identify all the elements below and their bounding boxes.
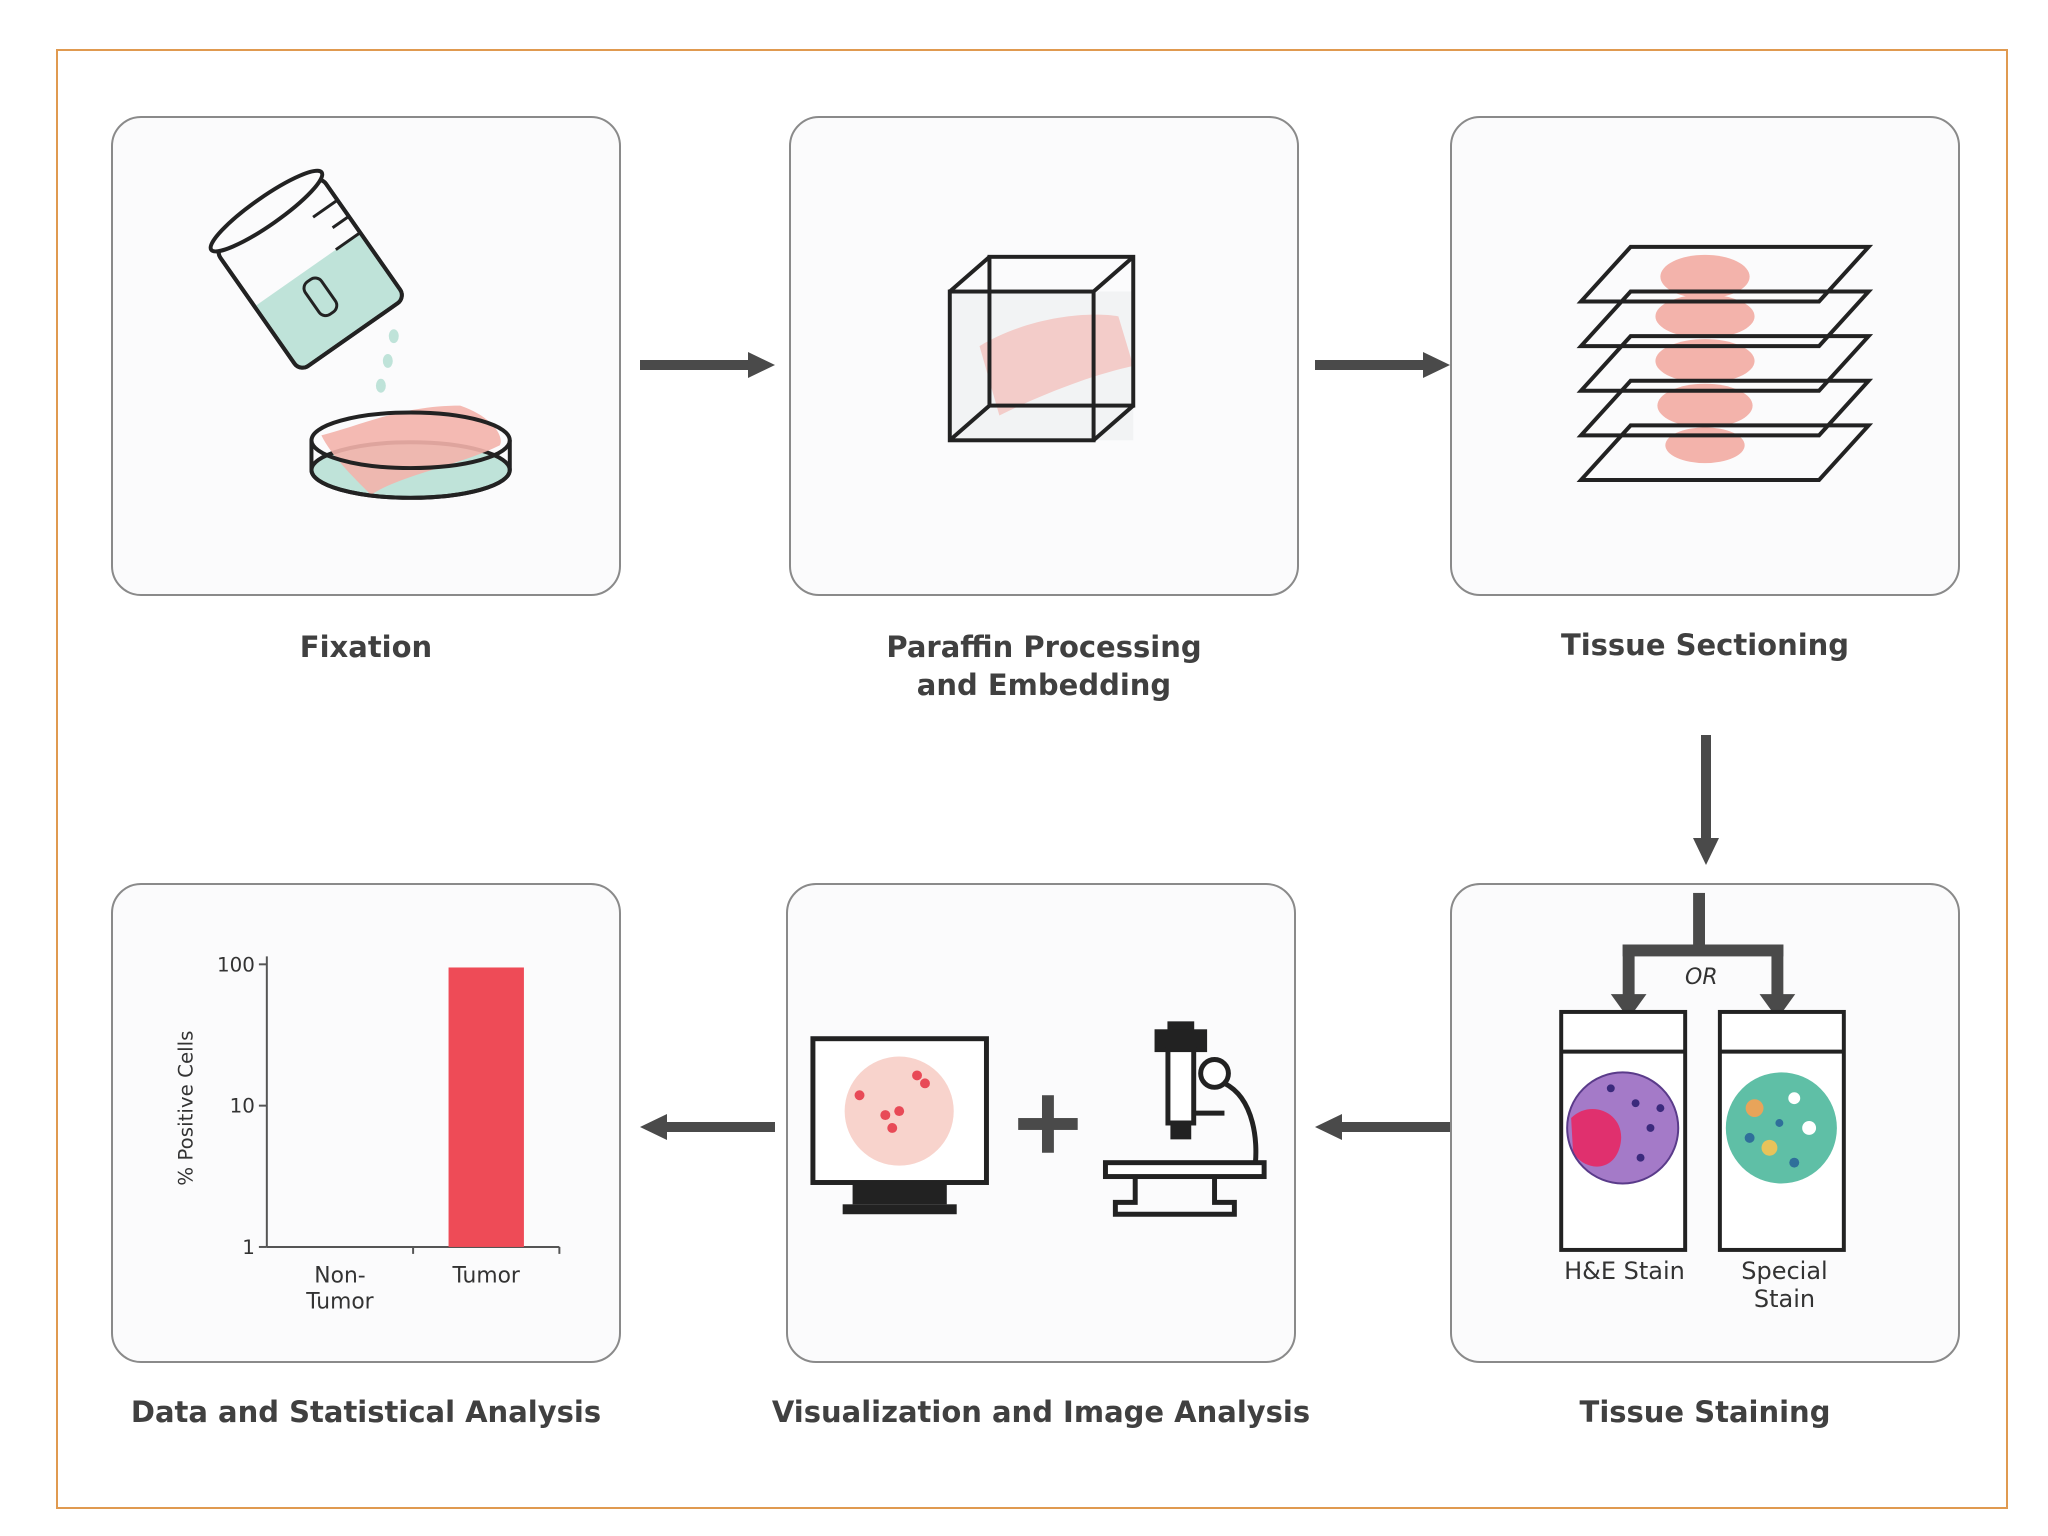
section-slices-icon xyxy=(1576,244,1874,482)
split-arrow-icon xyxy=(1610,892,1796,1019)
he-stain-label: H&E Stain xyxy=(1564,1257,1685,1285)
plus-icon xyxy=(1018,1095,1078,1153)
chart-y-ticks: 1 10 100 xyxy=(217,953,267,1259)
caption-paraffin: Paraffin Processing and Embedding xyxy=(886,630,1202,702)
chart-bars: Non-Tumor Tumor xyxy=(305,967,524,1314)
caption-fixation: Fixation xyxy=(299,630,433,664)
visualization-illustration xyxy=(810,1021,1267,1217)
tissue-core-icon xyxy=(1655,254,1755,464)
beaker-icon xyxy=(208,168,404,370)
panel-data: Non-Tumor Tumor 1 10 100 % Positive Cells xyxy=(111,883,621,1363)
arrow-right-2 xyxy=(1315,352,1450,378)
panel-paraffin xyxy=(789,116,1299,596)
monitor-icon xyxy=(810,1036,989,1215)
panel-visualization xyxy=(786,883,1296,1363)
sections-illustration xyxy=(1576,244,1874,482)
caption-visualization: Visualization and Image Analysis xyxy=(771,1395,1311,1429)
petri-dish-icon xyxy=(309,405,512,500)
bar-2 xyxy=(448,967,524,1247)
x-tick-label: Non-Tumor xyxy=(305,1264,373,1315)
arrow-left-1 xyxy=(1315,1114,1450,1140)
arrow-left-2 xyxy=(640,1114,775,1140)
special-slide-icon xyxy=(1717,1009,1846,1252)
caption-staining: Tissue Staining xyxy=(1579,1395,1831,1429)
paraffin-block-illustration xyxy=(947,254,1136,443)
y-tick-label: 1 xyxy=(242,1236,255,1259)
panel-sectioning xyxy=(1450,116,1960,596)
or-label: OR xyxy=(1685,965,1718,990)
chart-axes xyxy=(265,956,561,1254)
arrow-right-1 xyxy=(640,352,775,378)
staining-illustration xyxy=(1559,892,1846,1252)
arrow-down xyxy=(1693,735,1719,865)
chart-y-axis-label: % Positive Cells xyxy=(174,1030,197,1185)
y-tick-label: 10 xyxy=(230,1095,255,1118)
outer-frame xyxy=(56,49,2008,1509)
bar-chart: Non-Tumor Tumor 1 10 100 % Positive Cells xyxy=(174,953,561,1314)
panel-fixation xyxy=(111,116,621,596)
he-slide-icon xyxy=(1559,1009,1688,1252)
caption-sectioning: Tissue Sectioning xyxy=(1560,628,1850,662)
x-tick-label: Tumor xyxy=(452,1264,520,1289)
paraffin-cube-icon xyxy=(947,254,1136,443)
panel-staining: OR H&E Stain Special Stain xyxy=(1450,883,1960,1363)
caption-data: Data and Statistical Analysis xyxy=(130,1395,602,1429)
microscope-icon xyxy=(1102,1021,1267,1217)
special-stain-label: Special Stain xyxy=(1741,1257,1828,1313)
fixation-illustration xyxy=(208,168,512,500)
y-tick-label: 100 xyxy=(217,953,255,976)
droplets-icon xyxy=(375,329,399,393)
